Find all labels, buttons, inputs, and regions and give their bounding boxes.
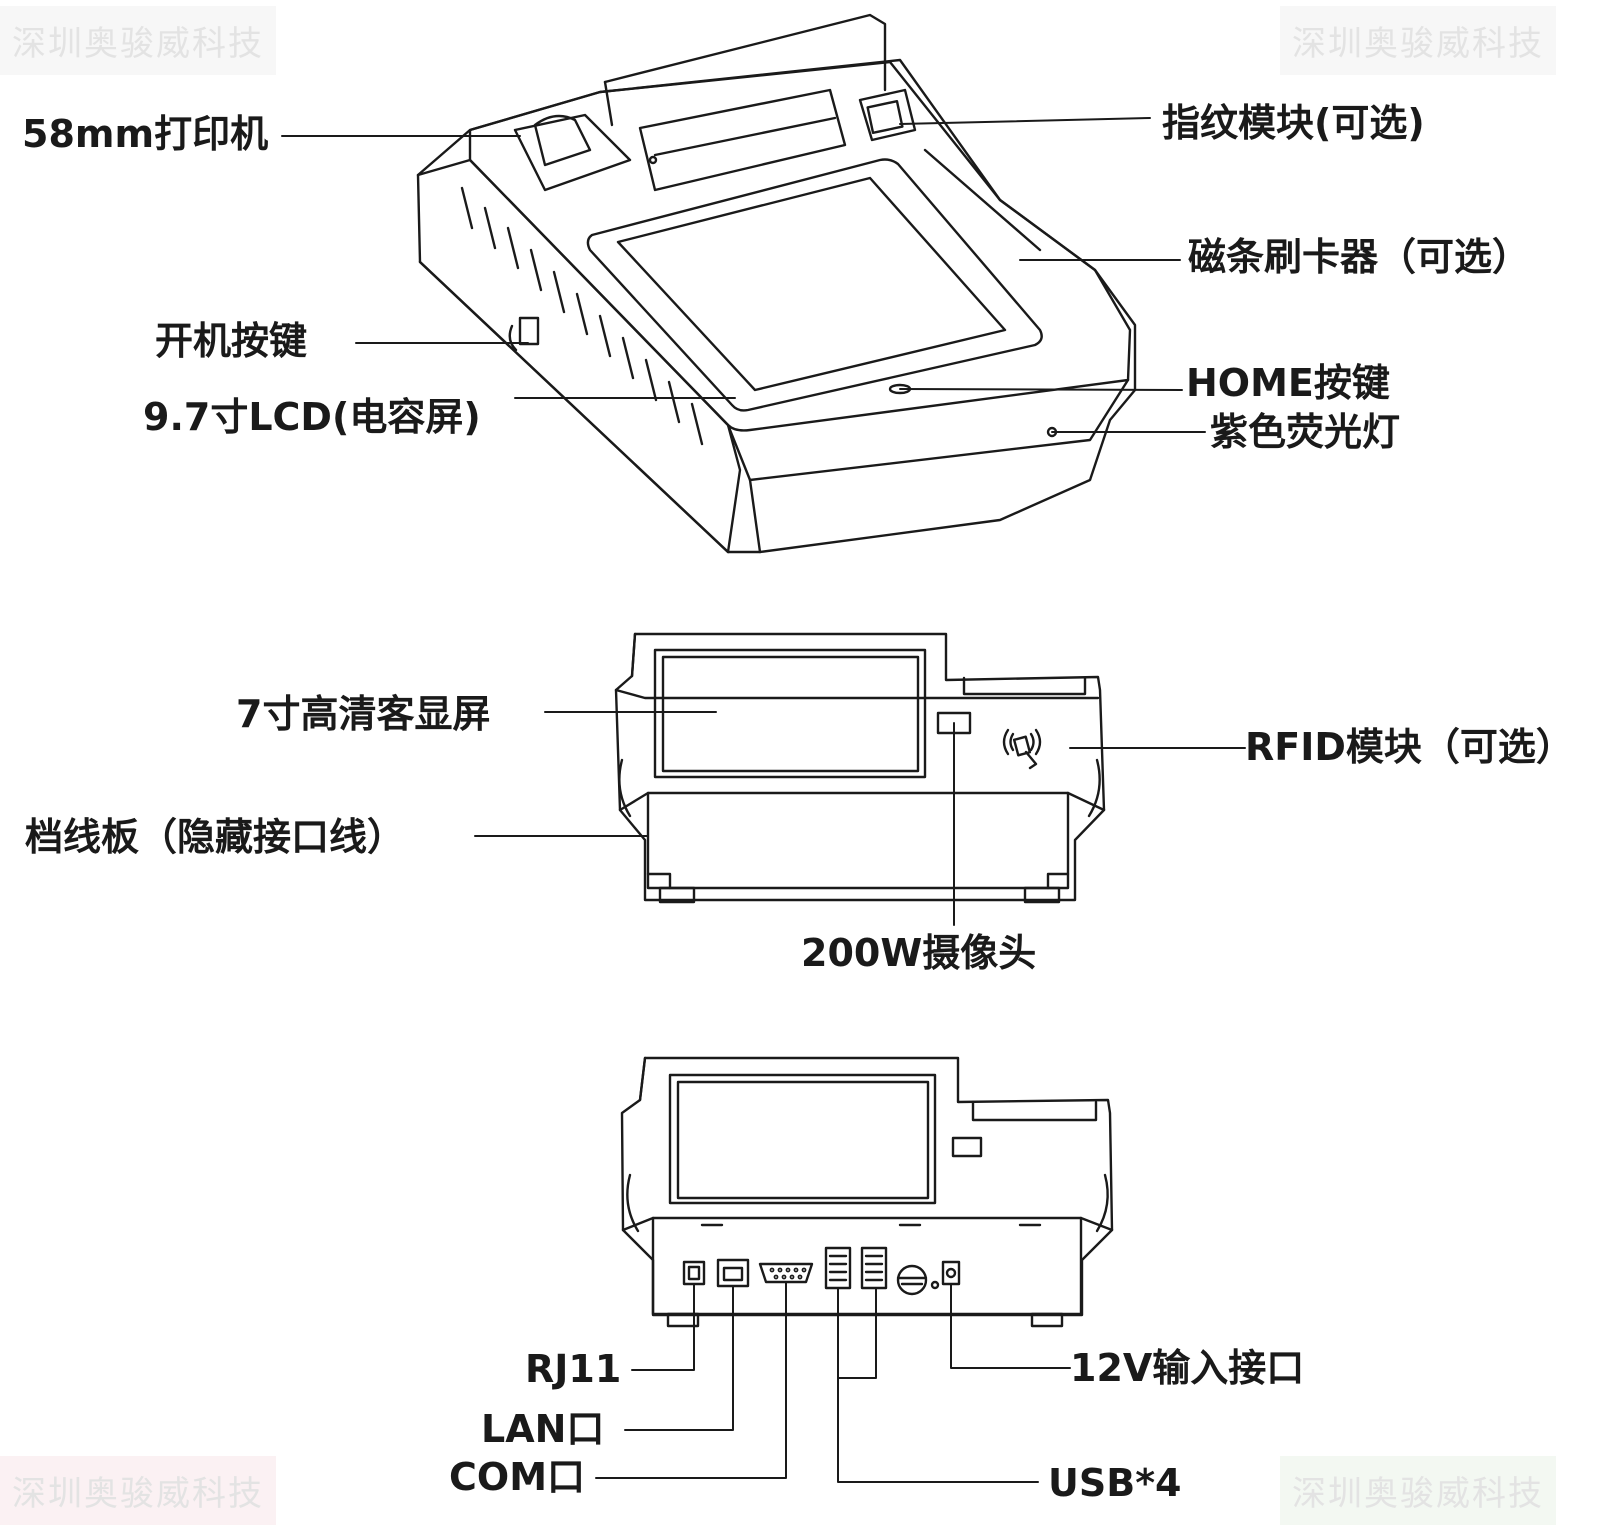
lan-port — [716, 1258, 750, 1288]
watermark-bottom-left: 深圳奥骏威科技 — [0, 1456, 276, 1525]
rear-display — [668, 1073, 937, 1205]
dc-port — [941, 1260, 961, 1286]
customer-display — [653, 648, 927, 779]
rfid-icon — [1002, 728, 1042, 770]
label-msr: 磁条刷卡器（可选） — [1188, 235, 1531, 279]
label-home: HOME按键 — [1186, 361, 1390, 405]
cable-cover — [646, 791, 1070, 890]
printer-cutter — [513, 113, 632, 192]
leaders-bottom — [595, 1281, 1071, 1483]
leaders-middle — [474, 711, 1246, 926]
usb-ports-1 — [824, 1246, 852, 1290]
com-port — [758, 1262, 814, 1284]
usb-ports-2 — [860, 1246, 888, 1290]
label-lcd: 9.7寸LCD(电容屏) — [143, 395, 481, 439]
watermark-bottom-right: 深圳奥骏威科技 — [1280, 1456, 1556, 1525]
port-panel — [651, 1216, 1083, 1316]
lcd-screen — [616, 176, 1007, 392]
lcd-bezel — [586, 158, 1043, 412]
watermark-top-left: 深圳奥骏威科技 — [0, 6, 276, 75]
label-printer: 58mm打印机 — [22, 112, 269, 156]
rj11-port — [682, 1260, 706, 1286]
fingerprint-module — [858, 88, 917, 142]
pos-terminal-front — [614, 632, 1106, 904]
label-customer-display: 7寸高清客显屏 — [236, 692, 491, 736]
power-button — [518, 316, 540, 346]
label-rfid: RFID模块（可选） — [1245, 725, 1574, 769]
label-power: 开机按键 — [155, 319, 308, 363]
label-camera: 200W摄像头 — [801, 931, 1037, 975]
label-rj11: RJ11 — [525, 1347, 622, 1391]
side-vents — [460, 186, 704, 446]
label-lan: LAN口 — [481, 1407, 605, 1451]
watermark-top-right: 深圳奥骏威科技 — [1280, 6, 1556, 75]
label-uv: 紫色荧光灯 — [1210, 410, 1401, 454]
label-dc: 12V输入接口 — [1070, 1346, 1305, 1390]
pos-terminal-rear — [620, 1056, 1114, 1328]
label-usb: USB*4 — [1048, 1461, 1182, 1505]
pos-terminal-perspective — [416, 13, 1137, 554]
label-cover: 档线板（隐藏接口线） — [25, 815, 406, 859]
label-com: COM口 — [449, 1455, 586, 1499]
card-slot — [896, 1264, 928, 1296]
label-fingerprint: 指纹模块(可选) — [1162, 101, 1425, 145]
leaders-top — [281, 117, 1206, 433]
